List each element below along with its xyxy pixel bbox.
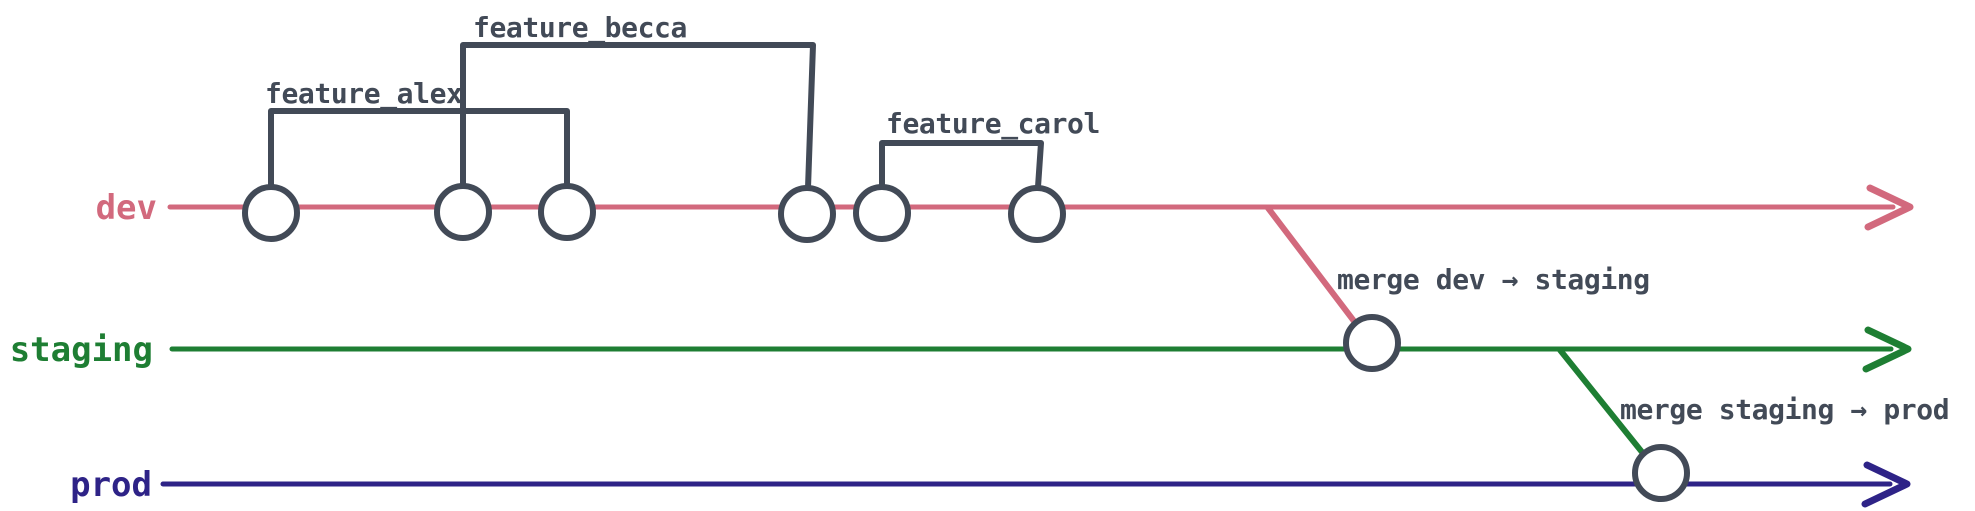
commit-node [242,184,300,242]
commit-node [778,185,836,243]
feature-carol-bracket-line [879,140,1044,190]
dev-arrowhead-icon [1864,184,1914,231]
feature-bracket-becca: feature_becca [460,11,816,191]
prod-branch: prod [70,461,1911,508]
staging-arrowhead-icon [1862,326,1912,373]
staging-merge-commit-node [1343,314,1401,372]
feature-becca-bracket-line [460,42,816,191]
merge-staging-prod-link [1557,347,1653,465]
merge-dev-staging-label: merge dev → staging [1337,263,1650,296]
prod-merge-commit-node [1632,444,1690,502]
commit-node [434,183,492,241]
feature-alex-label: feature_alex [265,77,463,110]
commit-node [538,183,596,241]
feature-alex-bracket-line [268,108,570,190]
feature-bracket-carol: feature_carol [879,107,1100,190]
merge-dev-to-staging: merge dev → staging [1265,205,1650,332]
dev-commits [242,183,1066,243]
commit-node [1008,185,1066,243]
commit-node [853,184,911,242]
merge-staging-prod-label: merge staging → prod [1620,393,1949,426]
merge-dev-staging-link [1265,205,1363,332]
feature-carol-label: feature_carol [886,107,1100,140]
merge-staging-to-prod: merge staging → prod [1557,347,1950,465]
staging-branch-label: staging [10,330,153,370]
dev-branch-label: dev [96,188,157,228]
dev-branch: dev [96,184,1914,231]
prod-branch-label: prod [70,465,152,505]
staging-branch: staging [10,326,1912,373]
feature-bracket-alex: feature_alex [265,77,570,190]
prod-arrowhead-icon [1861,461,1911,508]
feature-becca-label: feature_becca [473,11,687,44]
